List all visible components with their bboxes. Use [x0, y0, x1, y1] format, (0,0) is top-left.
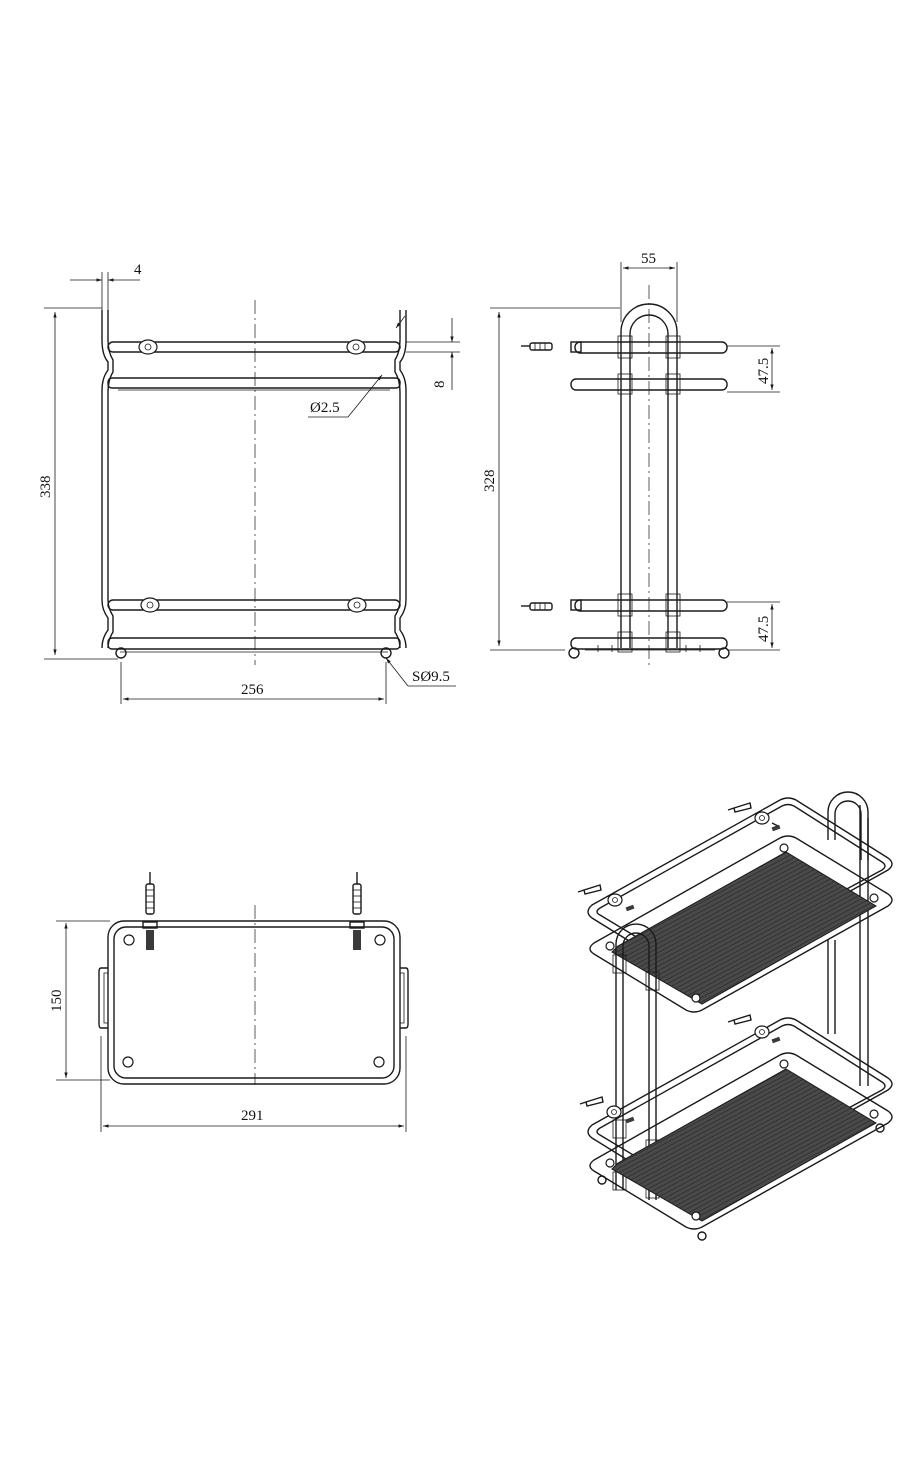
dim-side-upper-spacing: 47.5: [756, 358, 772, 384]
front-lower-rail: [107, 599, 401, 611]
iso-bracket-upper-front: [607, 893, 623, 907]
top-hole-br: [373, 1056, 385, 1068]
side-screw-upper: [570, 341, 582, 353]
side-screw-lower: [570, 599, 582, 611]
iso-lower-shelf-frame: [589, 1052, 893, 1230]
side-u-frame: [620, 303, 678, 648]
top-shelf-panel: [113, 926, 395, 1079]
iso-anchor-upper-front: [577, 884, 635, 912]
side-bottom-shelf: [570, 637, 728, 650]
top-handle-right: [400, 967, 409, 1029]
dim-side-lower-spacing: 47.5: [756, 616, 772, 642]
top-view: 150 291: [49, 872, 409, 1132]
front-bottom-shelf: [107, 637, 401, 650]
side-anchor-lower: [521, 602, 553, 611]
side-view: 55 328 47.5 47.5: [482, 251, 780, 665]
side-foot-left: [568, 647, 580, 659]
iso-lower-shelf-panel: [611, 1068, 877, 1222]
dim-front-tube-gap: 8: [432, 381, 448, 389]
iso-back-handle: [827, 791, 869, 860]
front-view: 4 338 8 Ø2.5 SØ9.5 256: [38, 262, 460, 704]
top-hole-tl: [123, 934, 135, 946]
top-anchor-right: [349, 872, 365, 950]
front-bracket-upper-right: [346, 339, 366, 355]
top-hole-bl: [122, 1056, 134, 1068]
dim-front-hole-dia: Ø2.5: [310, 400, 340, 416]
iso-anchor-upper-back: [727, 802, 781, 832]
dim-front-width: 256: [241, 682, 264, 698]
iso-anchor-lower-back: [727, 1014, 781, 1044]
iso-bracket-lower-back: [754, 1025, 770, 1039]
front-upper-shelf: [107, 377, 401, 389]
iso-upper-rail: [587, 797, 893, 978]
iso-bracket-lower-front: [606, 1105, 622, 1119]
top-outer-frame: [107, 920, 401, 1085]
side-foot-right: [718, 647, 730, 659]
side-upper-rail: [574, 341, 728, 354]
top-handle-left: [98, 967, 108, 1029]
front-left-post: [101, 310, 109, 649]
iso-front-handle: [615, 923, 657, 1200]
iso-upper-shelf-frame: [589, 835, 893, 1013]
side-upper-shelf: [570, 378, 728, 391]
front-bracket-lower-right: [347, 597, 367, 613]
dim-side-height: 328: [482, 470, 498, 493]
top-hole-tr: [374, 934, 386, 946]
dim-top-width: 291: [241, 1108, 264, 1124]
dim-top-depth: 150: [49, 990, 65, 1013]
dim-front-height: 338: [38, 476, 54, 499]
isometric-view: [577, 791, 893, 1241]
iso-anchor-lower-front: [579, 1096, 635, 1124]
dim-side-depth: 55: [641, 251, 656, 267]
front-upper-rail: [107, 341, 401, 353]
front-right-post: [399, 310, 407, 649]
iso-bracket-upper-back: [754, 811, 770, 825]
dim-front-foot-dia: SØ9.5: [412, 669, 450, 685]
side-lower-rail: [574, 599, 728, 612]
side-anchor-upper: [521, 342, 553, 351]
front-bracket-lower-left: [140, 597, 160, 613]
iso-upper-shelf-panel: [611, 851, 877, 1005]
dim-front-top-offset: 4: [134, 262, 142, 278]
iso-lower-rail: [587, 1017, 893, 1198]
top-anchor-left: [142, 872, 158, 950]
front-bracket-upper-left: [138, 339, 158, 355]
front-foot-left: [115, 647, 127, 659]
